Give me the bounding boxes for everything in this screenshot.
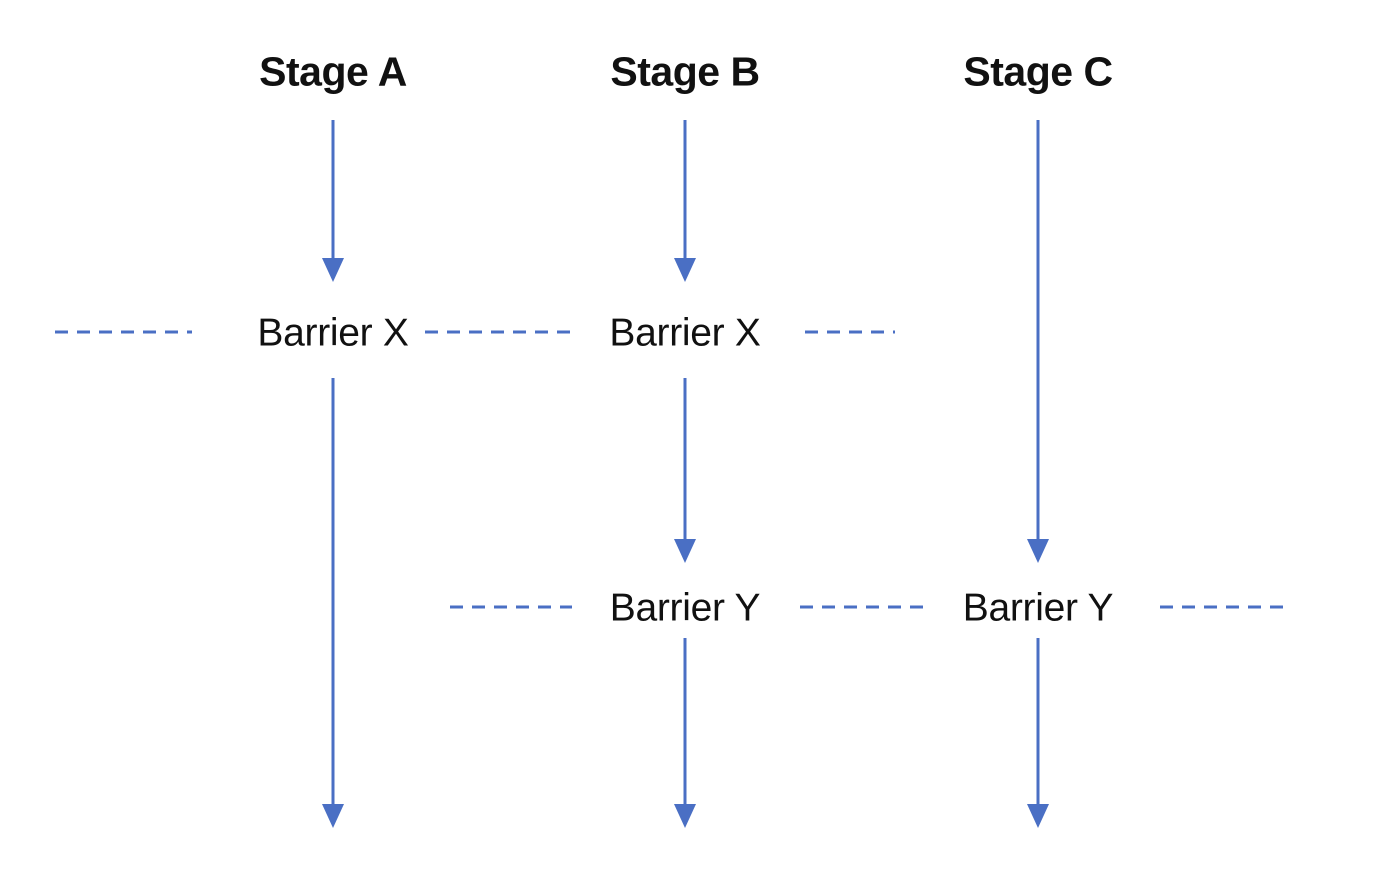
stage-header-stage-a: Stage A xyxy=(249,51,417,93)
arrowhead-icon xyxy=(322,804,344,828)
flow-arrow xyxy=(1027,638,1049,828)
arrowhead-icon xyxy=(1027,804,1049,828)
flow-arrow xyxy=(322,120,344,282)
barrier-node-barrier-x-b: Barrier X xyxy=(599,313,771,353)
barrier-node-barrier-y-b: Barrier Y xyxy=(599,588,771,628)
arrowhead-icon xyxy=(674,804,696,828)
flow-arrow xyxy=(1027,120,1049,563)
flow-arrow xyxy=(674,638,696,828)
flow-arrow xyxy=(674,378,696,563)
arrowhead-icon xyxy=(674,258,696,282)
stage-header-stage-b: Stage B xyxy=(600,51,770,93)
arrow-layer xyxy=(322,120,1049,828)
flow-arrow xyxy=(674,120,696,282)
arrowhead-icon xyxy=(322,258,344,282)
flow-arrow xyxy=(322,378,344,828)
dashed-connector-layer xyxy=(55,330,1283,609)
arrowhead-icon xyxy=(674,539,696,563)
stage-header-stage-c: Stage C xyxy=(953,51,1123,93)
arrowhead-icon xyxy=(1027,539,1049,563)
barrier-node-barrier-y-c: Barrier Y xyxy=(952,588,1124,628)
barrier-node-barrier-x-a: Barrier X xyxy=(247,313,419,353)
